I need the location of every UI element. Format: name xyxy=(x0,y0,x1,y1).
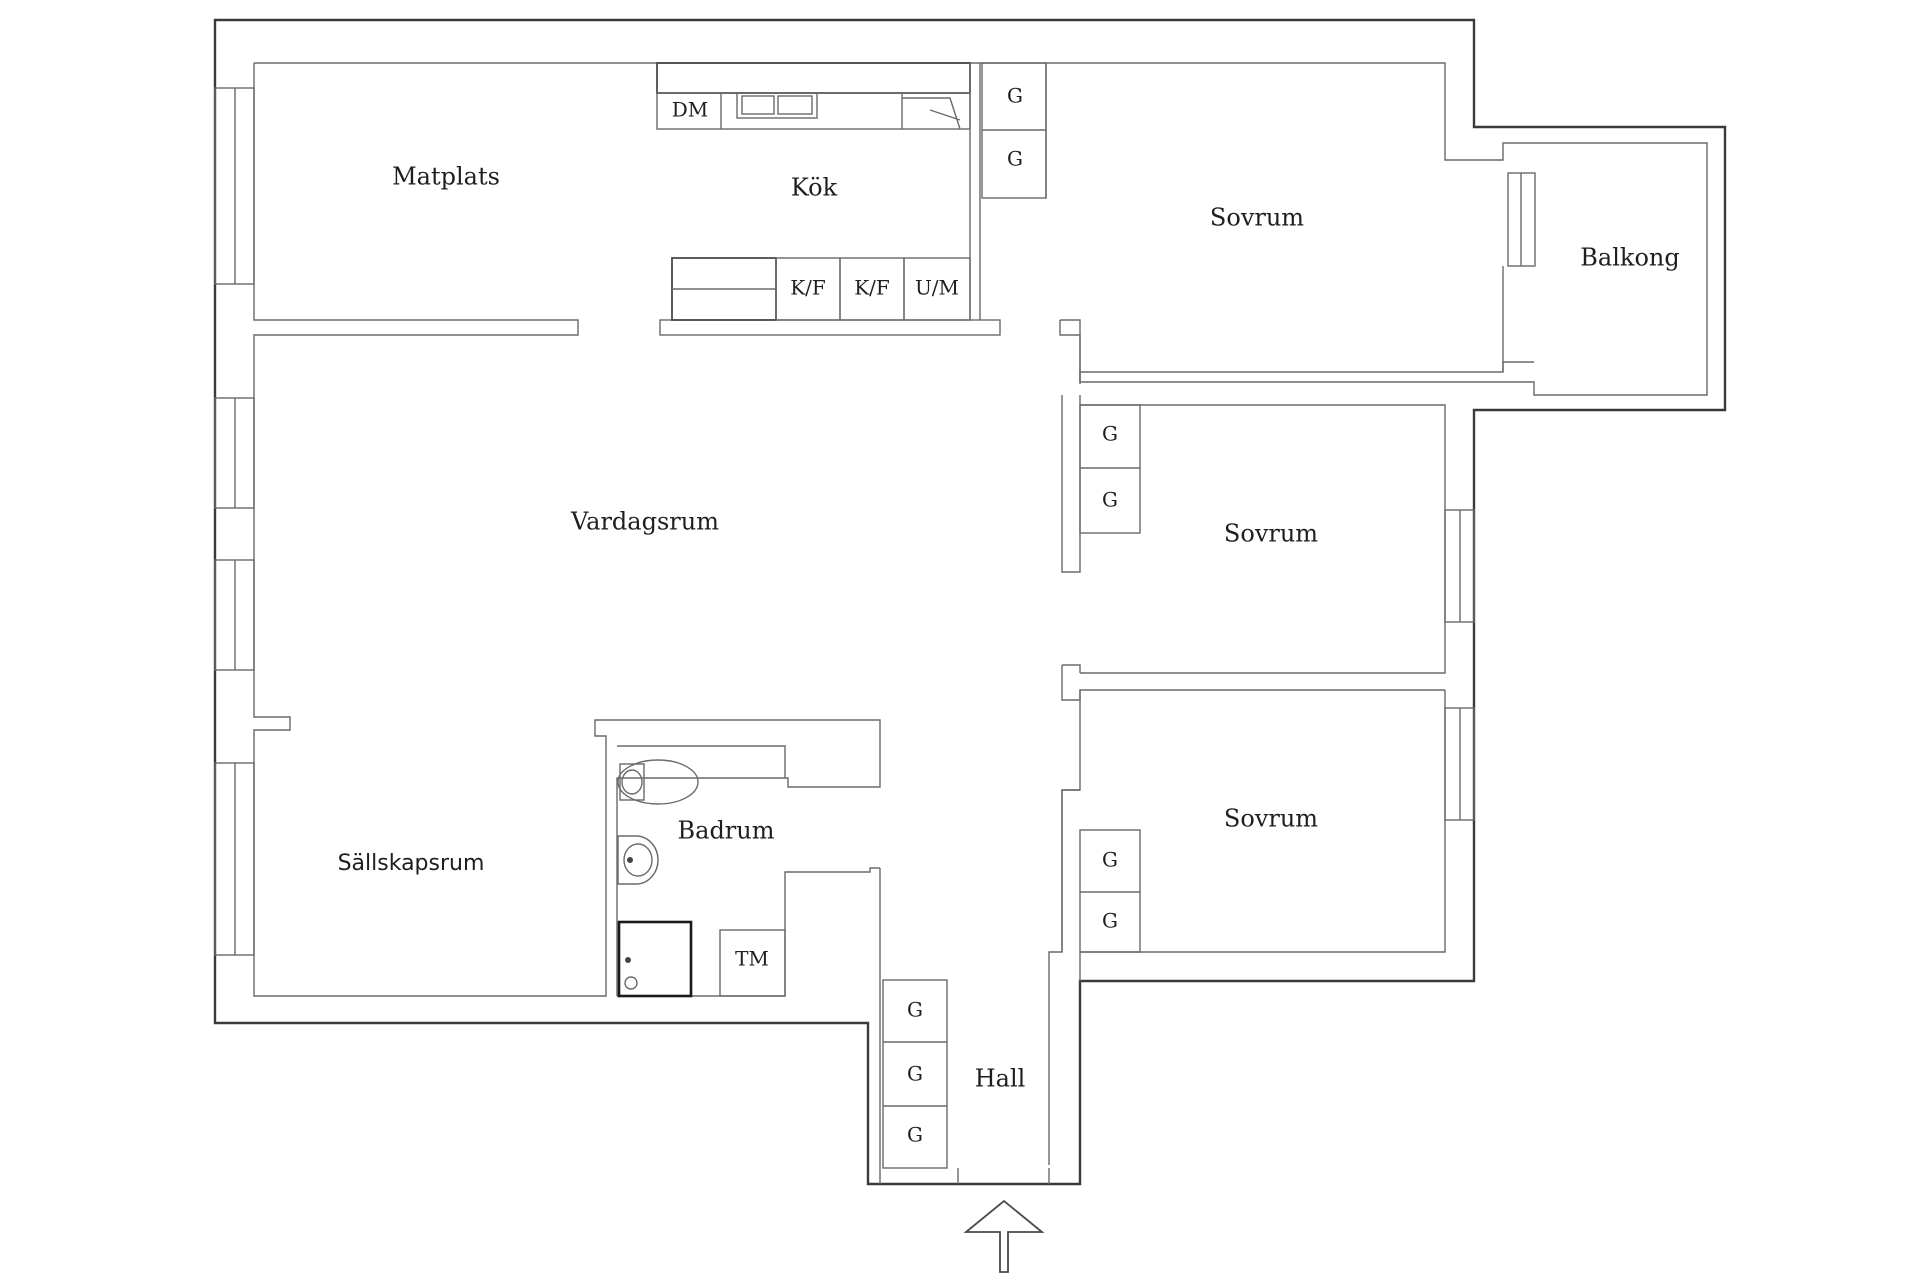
wardrobe-label: G xyxy=(1007,147,1023,171)
dishwasher-label: DM xyxy=(672,98,709,122)
room-label-sovrum-1: Sovrum xyxy=(1210,204,1304,232)
bathroom: TM xyxy=(617,745,880,998)
room-label-hall: Hall xyxy=(975,1065,1026,1093)
wardrobe-label: G xyxy=(907,1062,923,1086)
washer-label: TM xyxy=(735,947,769,971)
room-label-sovrum-3: Sovrum xyxy=(1224,805,1318,833)
stove-icon xyxy=(902,97,961,130)
oven-micro-label: U/M xyxy=(915,276,959,300)
kitchen-area: DM K/F K/F U/M xyxy=(656,62,1001,336)
wardrobe-label: G xyxy=(1102,422,1118,446)
room-label-balkong: Balkong xyxy=(1580,244,1679,272)
windows xyxy=(214,87,1536,956)
hall-wardrobes: G G G xyxy=(882,979,1050,1184)
bedroom-1-walls xyxy=(1045,63,1534,384)
toilet-icon xyxy=(617,759,699,805)
room-label-kok: Kök xyxy=(791,174,838,202)
wardrobe-label: G xyxy=(1102,848,1118,872)
room-label-matplats: Matplats xyxy=(392,163,500,191)
wardrobes-kitchen: G G xyxy=(981,62,1047,199)
wardrobe-label: G xyxy=(1102,488,1118,512)
room-label-sovrum-2: Sovrum xyxy=(1224,520,1318,548)
wardrobe-label: G xyxy=(907,1123,923,1147)
room-label-badrum: Badrum xyxy=(678,817,775,845)
room-label-sallskapsrum: Sällskapsrum xyxy=(338,851,485,876)
fridge-freezer-2-label: K/F xyxy=(854,276,890,300)
wardrobe-bedroom-2 xyxy=(1079,404,1141,534)
room-label-vardagsrum: Vardagsrum xyxy=(570,508,719,536)
wardrobe-bedroom-3 xyxy=(1079,829,1141,953)
fridge-freezer-1-label: K/F xyxy=(790,276,826,300)
shower-icon xyxy=(617,920,693,998)
wardrobe-label: G xyxy=(1102,909,1118,933)
bedroom-3-walls: G G xyxy=(1061,690,1446,981)
bedroom-2-walls: G G xyxy=(1061,395,1446,701)
washer xyxy=(719,929,786,997)
kitchen-counter-top xyxy=(656,62,971,94)
sink-icon xyxy=(617,835,659,885)
entrance-arrow-icon xyxy=(963,1199,1045,1273)
wardrobe-label: G xyxy=(1007,84,1023,108)
oven-micro xyxy=(903,257,971,321)
kitchen-sink-icon xyxy=(736,92,818,119)
wardrobe-label: G xyxy=(907,998,923,1022)
